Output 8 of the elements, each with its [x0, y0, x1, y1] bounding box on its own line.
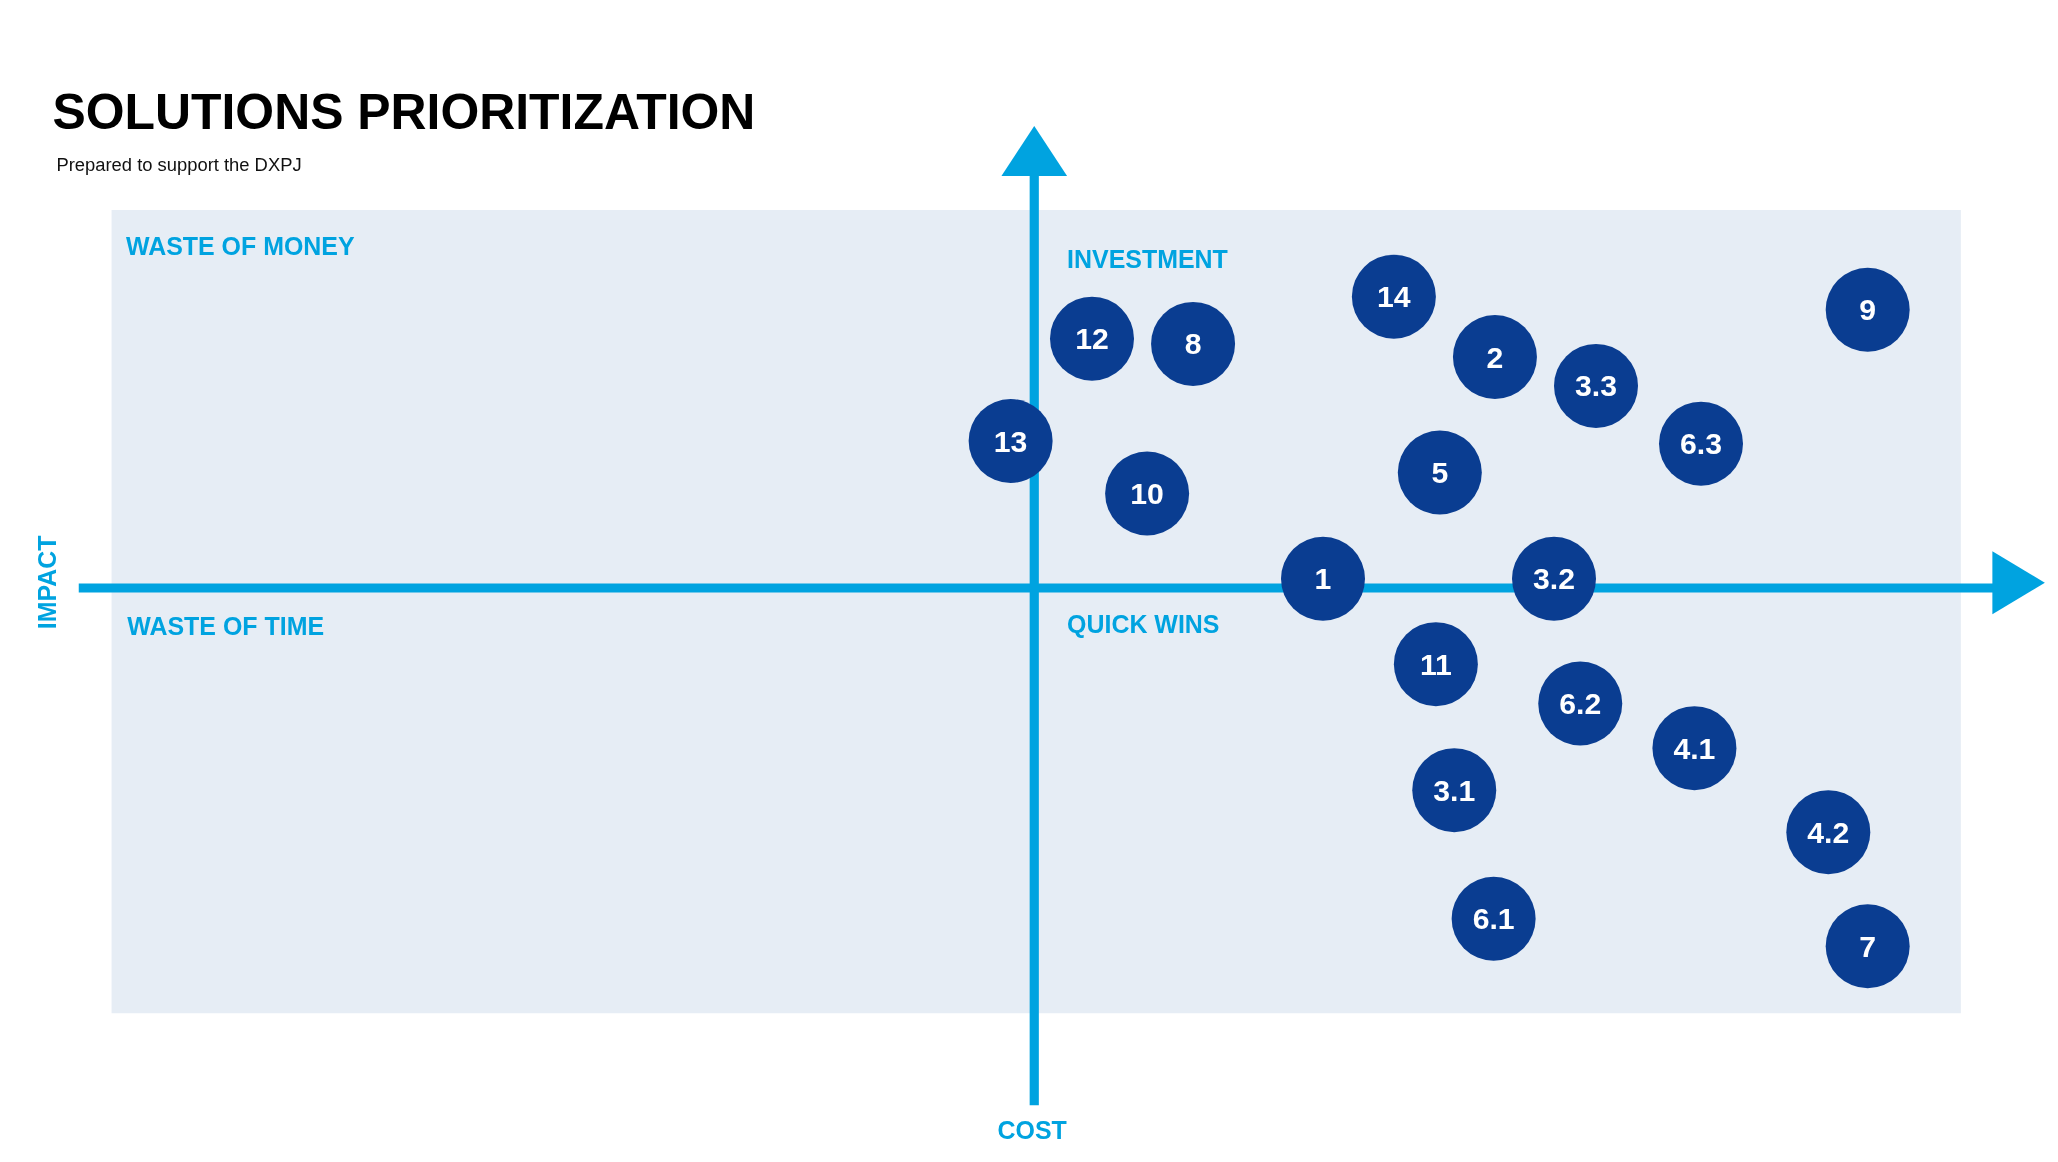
title: SOLUTIONS PRIORITIZATION: [52, 84, 756, 141]
axis-label: COST: [997, 1116, 1067, 1146]
quadrant-label: WASTE OF TIME: [127, 612, 325, 642]
quadrant-label: QUICK WINS: [1067, 610, 1220, 640]
axis-label: IMPACT: [34, 535, 63, 630]
quadrant-label: WASTE OF MONEY: [126, 232, 355, 262]
quadrant-label: INVESTMENT: [1067, 245, 1228, 275]
subtitle: Prepared to support the DXPJ: [56, 153, 302, 175]
